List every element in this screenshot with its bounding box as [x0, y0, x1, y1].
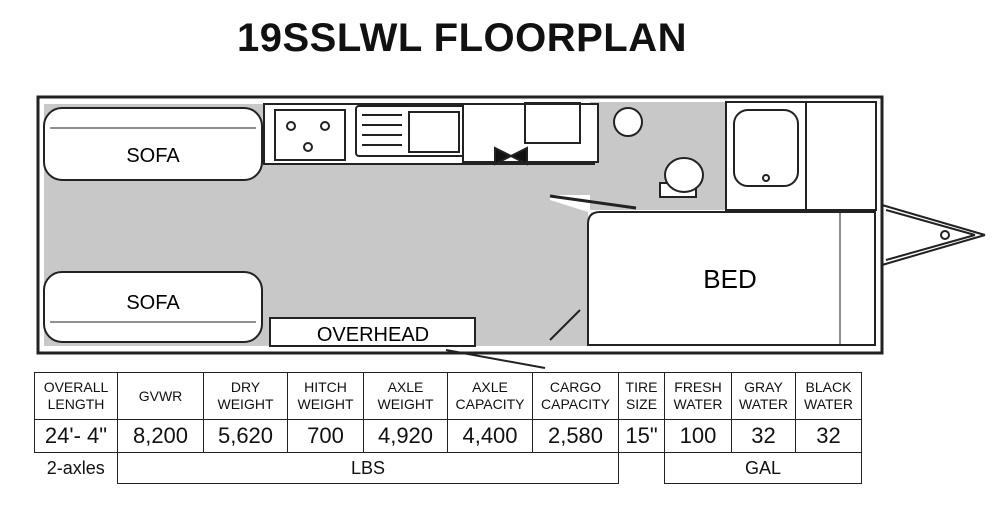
spec-value: 4,920 [363, 419, 448, 453]
spec-value: 32 [795, 419, 862, 453]
tongue-hitch [881, 204, 986, 266]
spec-value: 15" [618, 419, 665, 453]
spec-value: 700 [287, 419, 364, 453]
door-icon [549, 194, 637, 210]
sofa-bottom: SOFA [43, 271, 263, 343]
axles-label: 2-axles [46, 457, 105, 478]
door-swing-icon [549, 309, 581, 341]
spec-value: 24'- 4" [34, 419, 118, 453]
overhead-cabinet: OVERHEAD [269, 317, 476, 347]
sink-icon [408, 111, 460, 153]
page-title: 19SSLWL FLOORPLAN [236, 16, 688, 60]
spec-value: 4,400 [447, 419, 533, 453]
entry-door-icon [445, 349, 546, 369]
floorplan-drawing: SOFA SOFA OVERHEAD BED [36, 95, 986, 369]
kitchen-counter [263, 102, 599, 166]
bed: BED [587, 211, 876, 346]
sofa-bottom-label: SOFA [126, 292, 180, 314]
specs-unit-row: 2-axles LBS GAL [35, 452, 862, 484]
bed-label: BED [703, 264, 756, 294]
toilet-icon [659, 157, 704, 198]
sofa-top-label: SOFA [126, 145, 180, 167]
weight-unit: LBS [117, 452, 619, 484]
specs-value-row: 24'- 4" 8,200 5,620 700 4,920 4,400 2,58… [34, 419, 862, 453]
spec-label: GVWR [117, 372, 204, 420]
water-heater-icon [494, 146, 528, 166]
spec-value: 8,200 [117, 419, 204, 453]
stove-icon [274, 109, 346, 161]
shower-icon [725, 101, 877, 211]
volume-unit: GAL [664, 452, 862, 484]
spec-value: 2,580 [532, 419, 619, 453]
skylight-icon [613, 107, 643, 137]
overhead-label: OVERHEAD [317, 324, 429, 346]
spec-value: 5,620 [203, 419, 288, 453]
spec-value: 100 [664, 419, 732, 453]
spec-value: 32 [731, 419, 796, 453]
sofa-top: SOFA [43, 107, 263, 181]
